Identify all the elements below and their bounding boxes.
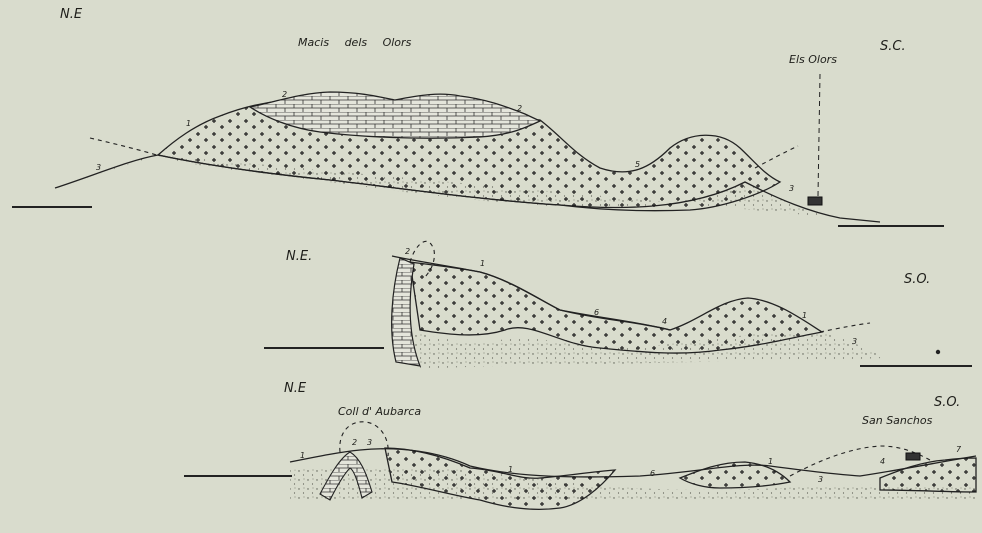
granite-body — [385, 448, 615, 509]
unit-number: 4 — [880, 457, 885, 466]
unit-number: 6 — [650, 469, 655, 478]
unit-number: 1 — [480, 259, 485, 268]
orientation-ne: N.E — [284, 381, 307, 396]
orientation-so: S.O. — [904, 272, 930, 287]
orientation-so: S.O. — [934, 395, 960, 410]
unit-number: 3 — [818, 475, 823, 484]
section-title: Macis dels Olors — [298, 36, 412, 49]
unit-number: 3 — [367, 438, 372, 447]
place-label: Els Olors — [789, 53, 837, 66]
orientation-ne: N.E. — [286, 249, 312, 264]
fault-line-dashed-right — [820, 323, 870, 332]
unit-number: 2 — [352, 438, 357, 447]
orientation-ne: N.E — [60, 7, 83, 22]
town-symbol — [808, 197, 822, 205]
unit-number: 3 — [852, 337, 857, 346]
unit-number: 1 — [508, 465, 513, 474]
unit-number: 7 — [956, 445, 962, 454]
unit-number: 2 — [517, 104, 522, 113]
unit-number: 3 — [96, 163, 101, 172]
unit-number: 5 — [635, 160, 640, 169]
unit-number: 4 — [662, 317, 667, 326]
town-symbol — [906, 453, 920, 460]
dot-marker — [936, 350, 940, 354]
unit-number: 1 — [300, 451, 305, 460]
granite-body — [410, 262, 822, 353]
cross-section-1: N.E S.C. Macis dels Olors Els Olors 1 2 … — [12, 7, 944, 226]
unit-number: 6 — [594, 308, 599, 317]
unit-number: 2 — [282, 90, 287, 99]
unit-number: 2 — [405, 247, 410, 256]
fault-line-dashed — [340, 422, 388, 456]
place-label-left: Coll d' Aubarca — [338, 405, 421, 418]
fault-line-dashed — [90, 138, 160, 156]
unit-number: 3 — [789, 184, 794, 193]
cross-section-2: N.E. S.O. 2 1 6 4 1 3 — [264, 241, 972, 368]
orientation-so: S.C. — [880, 39, 906, 54]
unit-number: 1 — [802, 311, 807, 320]
granite-right — [880, 458, 976, 492]
location-marker-line — [818, 74, 820, 196]
fault-line-dashed-right — [755, 146, 798, 168]
unit-number: 1 — [768, 457, 773, 466]
unit-number: 1 — [186, 119, 191, 128]
cross-section-3: N.E S.O. Coll d' Aubarca San Sanchos 1 2… — [184, 381, 976, 509]
place-label-right: San Sanchos — [862, 414, 933, 427]
